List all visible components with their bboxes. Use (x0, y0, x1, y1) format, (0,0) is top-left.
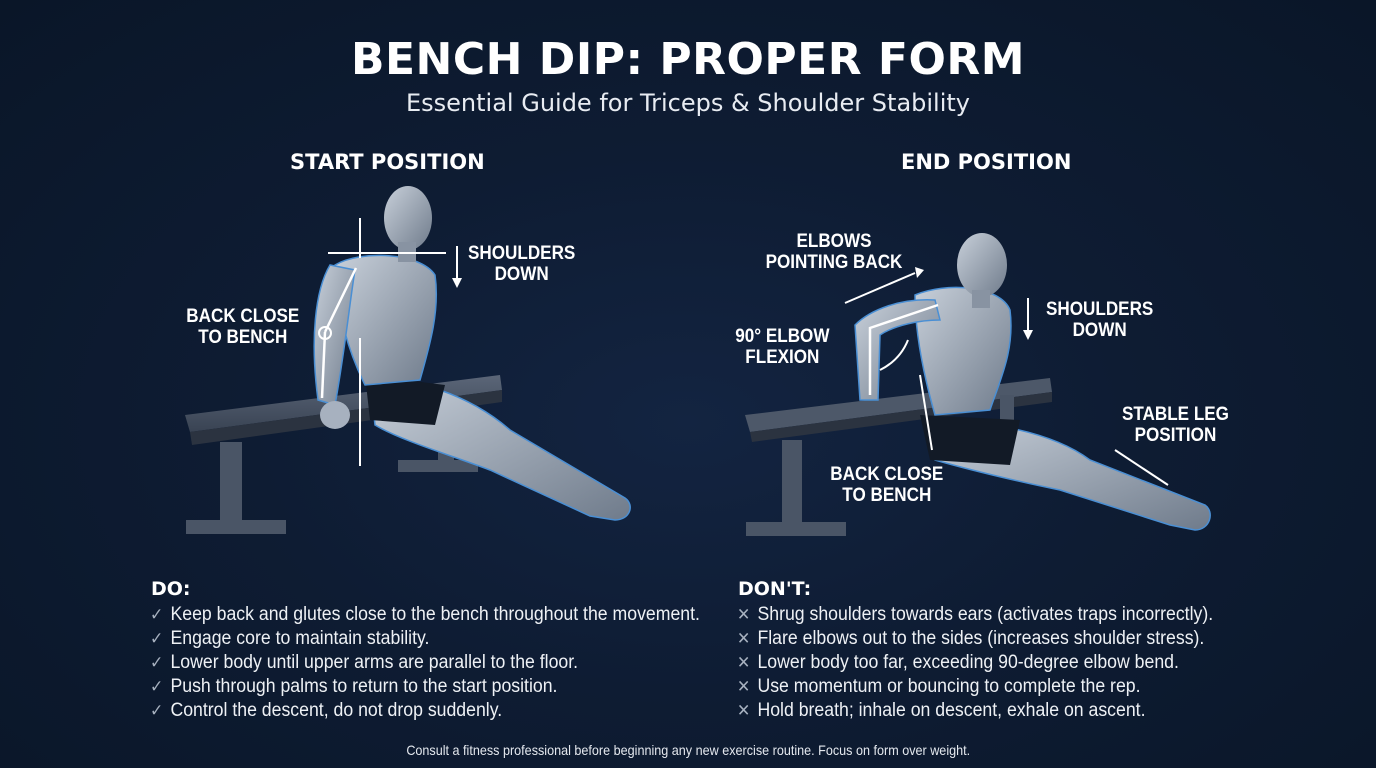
start-shoulders-down-label: SHOULDERS DOWN (467, 243, 576, 285)
page-title: BENCH DIP: PROPER FORM (350, 34, 1026, 85)
start-position-title: START POSITION (290, 150, 485, 174)
do-heading: DO: (151, 578, 191, 600)
dont-list: ✕Shrug shoulders towards ears (activates… (737, 603, 1249, 723)
check-icon: ✓ (150, 605, 164, 624)
do-list: ✓Keep back and glutes close to the bench… (150, 603, 741, 723)
check-icon: ✓ (150, 629, 164, 648)
x-icon: ✕ (737, 701, 751, 720)
footer-disclaimer: Consult a fitness professional before be… (406, 742, 970, 758)
start-position-illustration (185, 186, 631, 534)
end-elbow-flexion-label: 90° ELBOW FLEXION (735, 326, 830, 368)
list-item: ✕Hold breath; inhale on descent, exhale … (737, 700, 1146, 721)
list-item: ✕Use momentum or bouncing to complete th… (737, 676, 1141, 697)
check-icon: ✓ (150, 701, 164, 720)
list-item: ✕Lower body too far, exceeding 90-degree… (737, 652, 1179, 673)
end-shoulders-down-label: SHOULDERS DOWN (1045, 299, 1154, 341)
x-icon: ✕ (737, 629, 751, 648)
x-icon: ✕ (737, 677, 751, 696)
curved-arrow-icon (879, 339, 909, 371)
end-position-title: END POSITION (901, 150, 1072, 174)
end-elbows-pointing-back-label: ELBOWS POINTING BACK (765, 231, 903, 273)
list-item: ✕Flare elbows out to the sides (increase… (737, 628, 1205, 649)
list-item: ✕Shrug shoulders towards ears (activates… (737, 604, 1214, 625)
arrow-icon (844, 272, 916, 304)
double-arrow-icon (1114, 449, 1169, 486)
list-item: ✓Engage core to maintain stability. (150, 628, 430, 649)
list-item: ✓Control the descent, do not drop sudden… (150, 700, 503, 721)
page-subtitle: Essential Guide for Triceps & Shoulder S… (405, 89, 970, 117)
dont-heading: DON'T: (738, 578, 812, 600)
list-item: ✓Lower body until upper arms are paralle… (150, 652, 579, 673)
x-icon: ✕ (737, 605, 751, 624)
x-icon: ✕ (737, 653, 751, 672)
end-back-close-label: BACK CLOSE TO BENCH (830, 464, 944, 506)
list-item: ✓Keep back and glutes close to the bench… (150, 604, 700, 625)
check-icon: ✓ (150, 677, 164, 696)
end-stable-leg-label: STABLE LEG POSITION (1121, 404, 1229, 446)
list-item: ✓Push through palms to return to the sta… (150, 676, 558, 697)
check-icon: ✓ (150, 653, 164, 672)
end-position-illustration (745, 233, 1211, 536)
start-back-close-label: BACK CLOSE TO BENCH (186, 306, 300, 348)
